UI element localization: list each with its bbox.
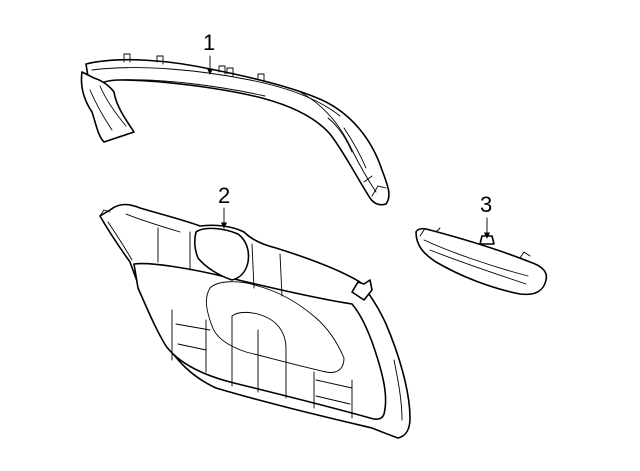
part-1-upper-trim-panel: [80, 53, 390, 206]
part-3-handle-trim: [415, 227, 548, 296]
part-2-liftgate-trim-panel: [99, 203, 411, 439]
callout-number: 2: [218, 183, 230, 208]
callout-number: 1: [203, 30, 215, 55]
callout-number: 3: [480, 192, 492, 217]
callout-1: 1: [203, 30, 215, 75]
callout-2: 2: [218, 183, 230, 229]
callout-3: 3: [480, 192, 492, 239]
